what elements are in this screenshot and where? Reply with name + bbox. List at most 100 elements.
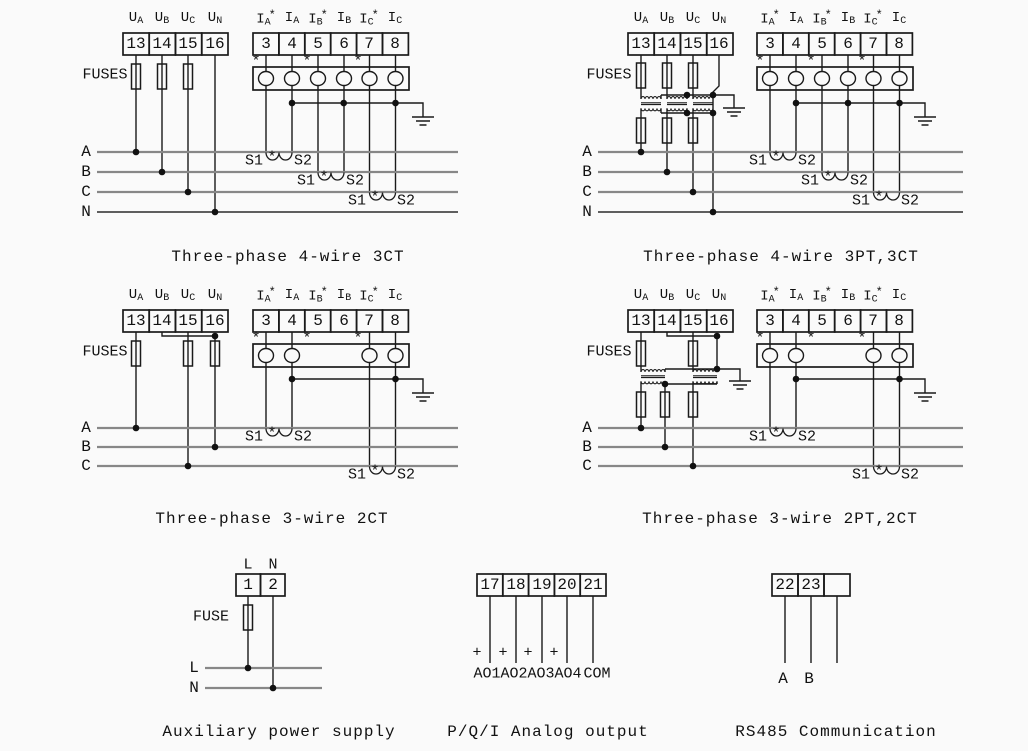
polarity-star: *: [251, 53, 261, 71]
terminal-number: 23: [801, 576, 821, 594]
terminal-number: 3: [261, 35, 271, 53]
polarity-star: *: [267, 425, 277, 443]
terminal-number: 18: [506, 576, 526, 594]
terminal-number: 16: [709, 312, 729, 330]
current-terminal-label: IA*: [256, 285, 276, 306]
voltage-terminal-label: UA: [633, 287, 649, 304]
analog-output-label: COM: [583, 665, 611, 683]
terminal-number: 6: [339, 312, 349, 330]
phase-label: B: [582, 163, 592, 181]
diagram-3p4w-3pt3ct: [598, 32, 963, 216]
terminal-number: 15: [178, 35, 198, 53]
current-terminal-label: IC: [891, 10, 907, 27]
ct-s2-label: S2: [345, 172, 365, 190]
current-terminal-box: [252, 32, 410, 56]
current-terminal-label: IA: [788, 287, 804, 304]
terminal-number: 15: [683, 312, 703, 330]
polarity-star: *: [267, 149, 277, 167]
terminal-number: 7: [868, 312, 878, 330]
junction-dots: [637, 332, 903, 470]
terminal-number: 17: [480, 576, 500, 594]
phase-label: C: [81, 183, 91, 201]
ground-icon: [722, 107, 746, 117]
power-terminal-box: [235, 573, 286, 597]
phase-label: N: [582, 203, 592, 221]
polarity-star: *: [319, 169, 329, 187]
terminal-number: 3: [261, 312, 271, 330]
terminal-number: 14: [657, 312, 677, 330]
ct-s2-label: S2: [396, 466, 416, 484]
polarity-star: *: [771, 149, 781, 167]
terminal-number: 14: [152, 35, 172, 53]
phase-label: C: [582, 183, 592, 201]
current-terminal-label: IC*: [359, 8, 379, 29]
current-terminal-label: IB*: [812, 8, 832, 29]
phase-label: A: [81, 419, 91, 437]
current-terminal-label: IB: [336, 287, 352, 304]
voltage-terminal-box: [627, 309, 734, 333]
polarity-star: *: [771, 425, 781, 443]
current-terminal-label: IA*: [256, 8, 276, 29]
ct-shorting-strip: [756, 66, 914, 91]
fuses-label: FUSES: [586, 66, 632, 84]
current-terminal-label: IA: [788, 10, 804, 27]
diagram-caption: Three-phase 4-wire 3CT: [171, 248, 405, 266]
aux-top-label: L: [243, 556, 253, 574]
phase-label: A: [81, 143, 91, 161]
current-terminal-label: IC*: [863, 8, 883, 29]
voltage-terminal-label: UC: [180, 10, 196, 27]
diagram-caption: P/Q/I Analog output: [447, 723, 649, 741]
ct-s2-label: S2: [396, 192, 416, 210]
phase-label: A: [582, 143, 592, 161]
terminal-number: 15: [683, 35, 703, 53]
voltage-terminal-label: UN: [711, 287, 727, 304]
terminal-number: 2: [268, 576, 278, 594]
analog-output-label: AO2: [500, 665, 528, 683]
terminal-number: 5: [817, 312, 827, 330]
ground-icon: [411, 116, 435, 126]
rs485-terminal-box: [771, 573, 851, 597]
diagram-caption: Auxiliary power supply: [162, 723, 396, 741]
ct-s1-label: S1: [748, 152, 768, 170]
supply-line-label: L: [189, 659, 199, 677]
junction-dots: [637, 91, 903, 216]
terminal-number: 1: [243, 576, 253, 594]
wires: [784, 596, 838, 663]
ct-s1-label: S1: [748, 428, 768, 446]
terminal-number: 22: [775, 576, 795, 594]
voltage-terminal-box: [122, 309, 229, 333]
fuses-label: FUSES: [82, 66, 128, 84]
diagram-analog-output: [476, 573, 607, 663]
ground-icon: [913, 116, 937, 126]
terminal-number: 7: [868, 35, 878, 53]
voltage-terminal-label: UN: [207, 287, 223, 304]
phase-label: C: [81, 457, 91, 475]
polarity-star: *: [302, 53, 312, 71]
ct-s1-label: S1: [851, 466, 871, 484]
analog-output-label: AO1: [473, 665, 501, 683]
current-terminal-box: [756, 309, 914, 333]
current-terminal-label: IB: [336, 10, 352, 27]
wires: [135, 55, 424, 212]
ground-icon: [411, 392, 435, 402]
analog-output-label: AO4: [554, 665, 582, 683]
voltage-terminal-label: UB: [154, 10, 170, 27]
diagram-caption: Three-phase 4-wire 3PT,3CT: [643, 248, 919, 266]
terminal-number: 4: [287, 312, 297, 330]
plus-sign: +: [549, 644, 559, 662]
pt-transformer-icon: [692, 96, 714, 112]
phase-label: B: [81, 438, 91, 456]
fuses-label: FUSES: [82, 343, 128, 361]
voltage-terminal-label: UA: [128, 287, 144, 304]
fuses-label: FUSES: [586, 343, 632, 361]
ground-icon: [913, 392, 937, 402]
diagram-caption: Three-phase 3-wire 2PT,2CT: [642, 510, 918, 528]
polarity-star: *: [251, 330, 261, 348]
ct-s2-label: S2: [849, 172, 869, 190]
ct-shorting-strip: [252, 66, 410, 91]
polarity-star: *: [823, 169, 833, 187]
current-terminal-label: IB*: [308, 8, 328, 29]
diagram-aux-power: [205, 573, 322, 692]
terminal-number: 4: [791, 35, 801, 53]
